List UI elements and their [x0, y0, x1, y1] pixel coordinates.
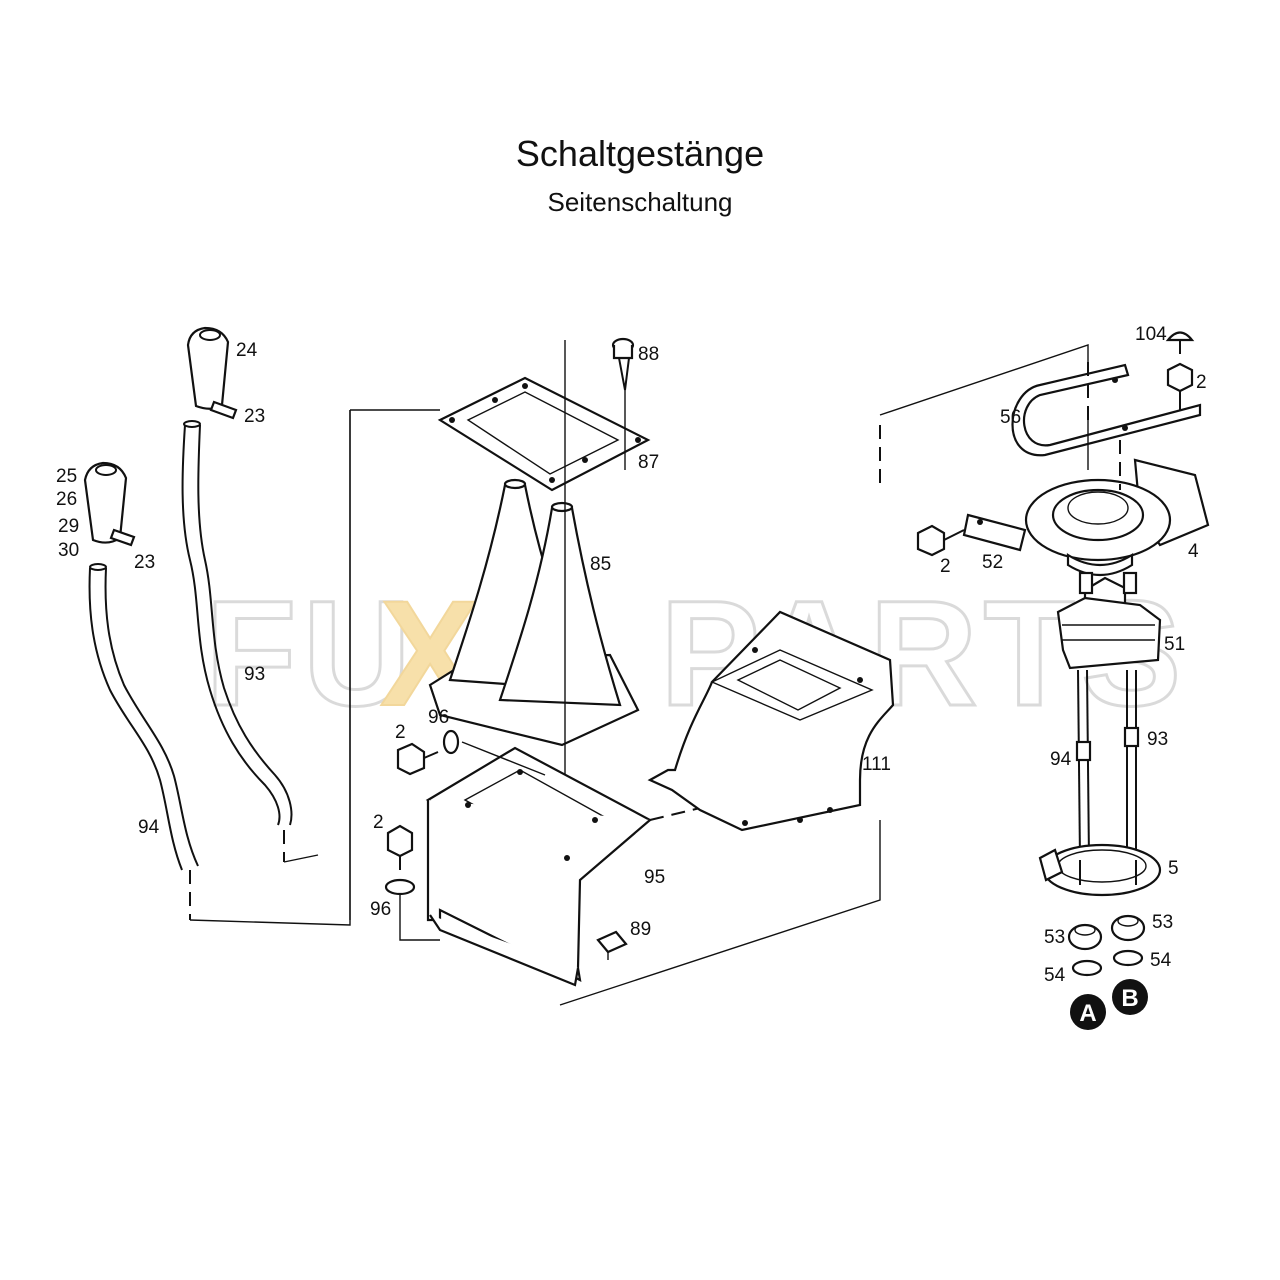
- bracket-56: [1011, 363, 1202, 457]
- callout-53a: 53: [1044, 927, 1065, 948]
- callout-52: 52: [982, 552, 1003, 573]
- callout-85: 85: [590, 554, 611, 575]
- callout-93b: 93: [1147, 729, 1168, 750]
- boot-4: [1024, 440, 1210, 576]
- bolt-88: [611, 337, 635, 470]
- knob-24-icon: [186, 326, 230, 410]
- ring-5: [1038, 843, 1162, 897]
- clip-89: [596, 930, 628, 960]
- callout-5: 5: [1168, 858, 1179, 879]
- connection-markers: A B: [1070, 979, 1148, 1030]
- plate-52-bolt-2: [916, 513, 1027, 557]
- callout-24: 24: [236, 340, 258, 361]
- bolt-2-top: [1166, 362, 1194, 412]
- plate-87: [437, 376, 651, 492]
- callout-111: 111: [862, 754, 891, 775]
- callout-93: 93: [244, 664, 265, 685]
- callout-89: 89: [630, 919, 651, 940]
- gear-lever-93: [181, 326, 319, 863]
- callout-54a: 54: [1044, 965, 1066, 986]
- callout-29: 29: [58, 516, 79, 537]
- callout-26: 26: [56, 489, 77, 510]
- callout-23: 23: [244, 406, 265, 427]
- frame-lines-right: [879, 344, 1089, 485]
- callout-25: 25: [56, 466, 77, 487]
- cap-104: [1165, 331, 1195, 362]
- callout-23b: 23: [134, 552, 155, 573]
- callout-96a: 96: [428, 707, 449, 728]
- housing-51: [1056, 571, 1162, 670]
- pin-23-icon: [209, 400, 238, 420]
- callout-96b: 96: [370, 899, 391, 920]
- callout-4: 4: [1188, 541, 1199, 562]
- callout-30: 30: [58, 540, 79, 561]
- marker-b-label: B: [1121, 985, 1138, 1012]
- gaiter-85: [428, 340, 640, 875]
- rods-93-94: [1075, 669, 1140, 861]
- callout-87: 87: [638, 452, 659, 473]
- watermark-left: FU: [205, 569, 417, 737]
- page-subtitle: Seitenschaltung: [547, 187, 733, 217]
- callout-95: 95: [644, 867, 665, 888]
- callout-2b: 2: [373, 812, 384, 833]
- callout-94b: 94: [1050, 749, 1072, 770]
- callout-104: 104: [1135, 324, 1167, 345]
- bushings-53-54: [1067, 914, 1146, 977]
- marker-a-icon: [1070, 994, 1106, 1030]
- watermark: FU XX PARTS: [204, 568, 1183, 739]
- callout-labels: 24 23 25 26 29 30 23 93 94 88 87 85 2 96…: [56, 324, 1207, 986]
- gear-lever-94: [83, 410, 351, 926]
- callout-2a: 2: [395, 722, 406, 743]
- callout-2d: 2: [940, 556, 951, 577]
- callout-54b: 54: [1150, 950, 1172, 971]
- knob-25-icon: [83, 461, 128, 544]
- callout-53b: 53: [1152, 912, 1173, 933]
- callout-94: 94: [138, 817, 160, 838]
- marker-b-icon: [1112, 979, 1148, 1015]
- bolts-2-96: [384, 729, 546, 941]
- callout-51: 51: [1164, 634, 1185, 655]
- callout-2c: 2: [1196, 372, 1207, 393]
- pin-23b-icon: [109, 528, 136, 547]
- frame-lines-center: [349, 409, 881, 1006]
- page-title: Schaltgestänge: [515, 133, 765, 174]
- box-95: [425, 746, 653, 987]
- callout-88: 88: [638, 344, 659, 365]
- cover-111: [647, 610, 895, 832]
- callout-56: 56: [1000, 407, 1021, 428]
- marker-a-label: A: [1079, 1000, 1096, 1027]
